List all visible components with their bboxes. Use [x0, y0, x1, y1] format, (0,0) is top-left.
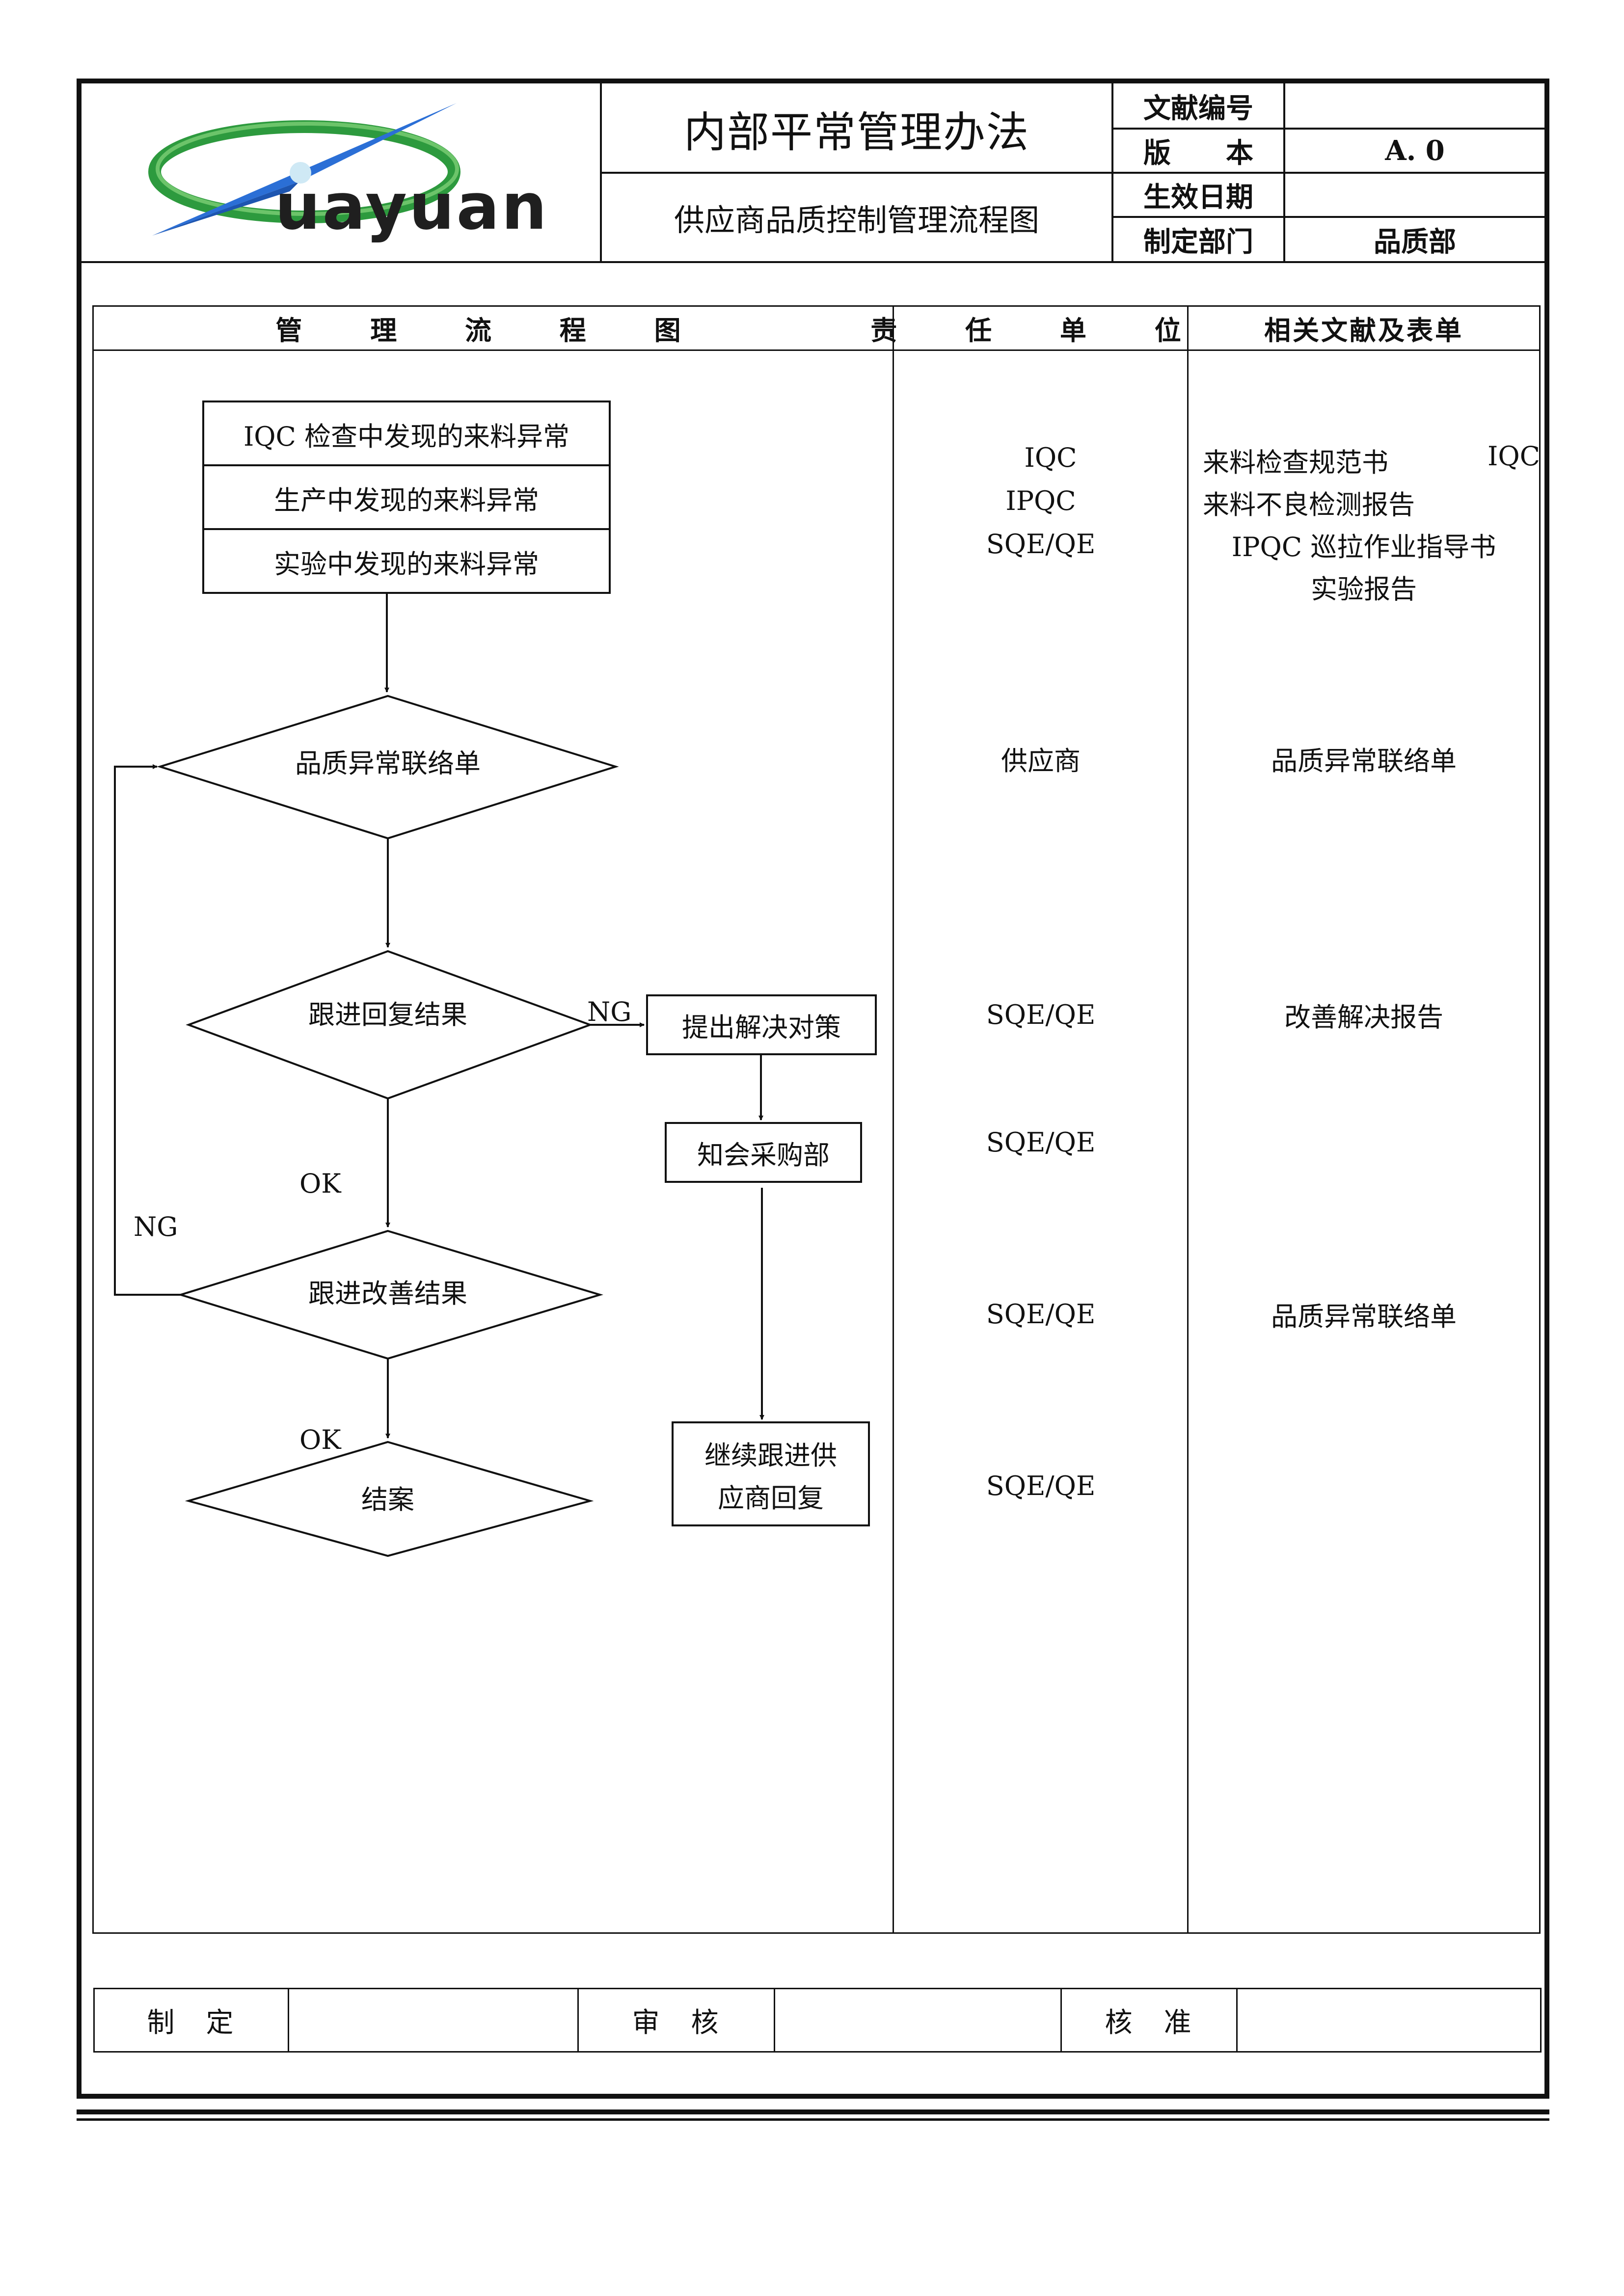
- bottom-rule-thin: [77, 2118, 1549, 2121]
- document-d2: 品质异常联络单: [1271, 745, 1457, 776]
- signature-label-approve: 核 准: [1105, 2006, 1193, 2039]
- box-purchase-shape: [665, 1122, 862, 1183]
- label-ok-1: OK: [299, 1168, 341, 1199]
- logo-text: uayuan: [275, 169, 549, 244]
- document-d3: 改善解决报告: [1284, 1001, 1443, 1033]
- label-ok-2: OK: [299, 1424, 341, 1455]
- column-divider-1: [893, 305, 894, 1934]
- meta-label-version: 版 本: [1143, 136, 1253, 169]
- meta-label-doc-no: 文献编号: [1143, 92, 1253, 125]
- page-frame: [77, 79, 1549, 2099]
- responsible-r6: SQE/QE: [986, 1470, 1096, 1501]
- logo-mark-icon: [148, 103, 460, 236]
- signature-divider-5: [1236, 1988, 1238, 2053]
- meta-divider-2: [1111, 172, 1544, 174]
- main-table-header-line: [92, 349, 1541, 351]
- responsible-r3: SQE/QE: [986, 999, 1096, 1030]
- label-ng-left: NG: [134, 1211, 178, 1242]
- signature-field-approve[interactable]: [1238, 1989, 1540, 2051]
- document-d1-line1: 来料检查规范书: [1203, 447, 1388, 478]
- signature-field-review[interactable]: [775, 1989, 1060, 2051]
- meta-divider-1: [1111, 128, 1544, 130]
- signature-divider-1: [288, 1988, 289, 2053]
- document-d1-line3: IPQC 巡拉作业指导书: [1231, 531, 1496, 562]
- decision-close: 结案: [361, 1484, 414, 1515]
- decision-reply: 跟进回复结果: [308, 999, 467, 1030]
- column-header-documents: 相关文献及表单: [1264, 314, 1463, 346]
- column-header-responsible-text: 责 任 单 位: [870, 314, 1211, 346]
- box-follow-line-1: 继续跟进供: [704, 1440, 837, 1471]
- source-box-iqc: IQC 检查中发现的来料异常: [243, 421, 570, 452]
- source-box-group: [202, 400, 611, 594]
- signature-field-make[interactable]: [289, 1989, 577, 2051]
- responsible-r1-line1: IQC: [1024, 442, 1077, 473]
- meta-value-version: A. 0: [1385, 134, 1445, 167]
- document-d4: 品质异常联络单: [1271, 1301, 1457, 1332]
- responsible-r1-line3: SQE/QE: [986, 528, 1096, 560]
- source-box-production: 生产中发现的来料异常: [274, 484, 539, 516]
- bottom-rule-thick: [77, 2109, 1549, 2114]
- page-title: 内部平常管理办法: [684, 107, 1029, 157]
- box-purchase: 知会采购部: [697, 1139, 830, 1171]
- decision-improve: 跟进改善结果: [308, 1278, 467, 1309]
- signature-label-make: 制 定: [147, 2006, 236, 2039]
- meta-value-effective-date: [1285, 174, 1544, 216]
- meta-divider-3: [1111, 216, 1544, 218]
- responsible-r1-line2: IPQC: [1005, 485, 1076, 516]
- company-logo: uayuan: [142, 98, 547, 245]
- main-table: [92, 305, 1541, 1934]
- responsible-r5: SQE/QE: [986, 1298, 1096, 1330]
- column-header-flow: 管 理 流 程 图: [93, 306, 893, 349]
- responsible-r4: SQE/QE: [986, 1126, 1096, 1158]
- document-d1-iqc: IQC: [1488, 441, 1540, 472]
- signature-label-review: 审 核: [632, 2006, 721, 2039]
- box-follow-shape: [672, 1421, 870, 1526]
- signature-divider-4: [1060, 1988, 1062, 2053]
- meta-label-department: 制定部门: [1143, 225, 1253, 258]
- meta-label-effective-date: 生效日期: [1143, 181, 1253, 214]
- box-follow-line-2: 应商回复: [718, 1482, 824, 1514]
- column-header-responsible: 责 任 单 位: [870, 306, 1187, 349]
- box-solution: 提出解决对策: [682, 1012, 841, 1043]
- column-header-flow-text: 管 理 流 程 图: [275, 314, 710, 346]
- signature-divider-2: [577, 1988, 579, 2053]
- signature-table: [93, 1988, 1542, 2053]
- meta-value-doc-no: [1285, 84, 1544, 128]
- title-divider: [600, 172, 1111, 174]
- flowchart: [114, 400, 877, 1557]
- document-d1-line2: 来料不良检测报告: [1203, 489, 1415, 520]
- page-subtitle: 供应商品质控制管理流程图: [674, 202, 1039, 238]
- label-ng-right: NG: [587, 996, 632, 1027]
- signature-divider-3: [774, 1988, 775, 2053]
- header-bottom-line: [81, 261, 1544, 263]
- decision-notice: 品质异常联络单: [295, 748, 481, 779]
- column-divider-2: [1187, 305, 1189, 1934]
- source-box-lab: 实验中发现的来料异常: [274, 548, 539, 580]
- decision-close-shape: [185, 1441, 594, 1557]
- document-d1-line4: 实验报告: [1311, 573, 1417, 605]
- responsible-r2: 供应商: [1001, 745, 1081, 776]
- meta-value-department: 品质部: [1374, 225, 1456, 258]
